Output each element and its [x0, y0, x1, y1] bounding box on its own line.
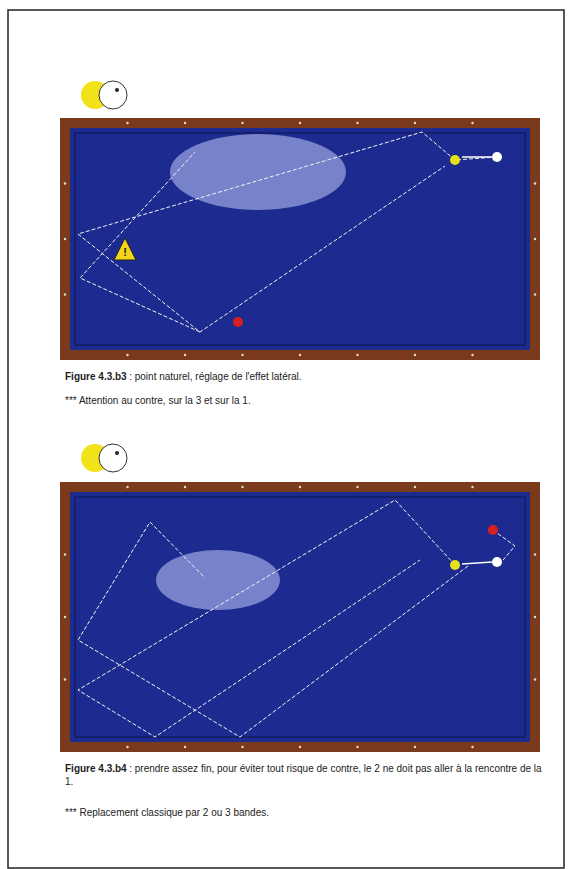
rail-diamond — [184, 746, 186, 748]
rail-diamonds — [64, 486, 536, 748]
caption: Figure 4.3.b4: prendre assez fin, pour é… — [65, 762, 545, 788]
rail-diamond — [414, 746, 416, 748]
rail-diamond — [299, 486, 301, 488]
rail-diamond — [64, 238, 66, 240]
rail-diamond — [64, 616, 66, 618]
rail-diamond — [64, 182, 66, 184]
rail-diamond — [241, 746, 243, 748]
rail-diamond — [126, 746, 128, 748]
rail-diamond — [241, 486, 243, 488]
figure-number: Figure 4.3.b3 — [65, 371, 127, 382]
rail-diamond — [126, 122, 128, 124]
white-ball — [492, 557, 502, 567]
rail-diamond — [356, 122, 358, 124]
billiard-table — [60, 118, 540, 360]
rail-diamond — [414, 122, 416, 124]
rail-diamond — [534, 293, 536, 295]
caption-text: *** Replacement classique par 2 ou 3 ban… — [65, 807, 269, 818]
yellow-ball — [450, 560, 460, 570]
rail-diamond — [534, 238, 536, 240]
caption: *** Replacement classique par 2 ou 3 ban… — [65, 806, 545, 819]
white-ball — [492, 152, 502, 162]
caption: Figure 4.3.b3: point naturel, réglage de… — [65, 370, 545, 383]
rail-diamond — [184, 486, 186, 488]
rail-diamond — [299, 122, 301, 124]
rail-diamond — [356, 486, 358, 488]
rail-diamond — [534, 553, 536, 555]
red-ball — [233, 317, 243, 327]
rail-diamond — [414, 354, 416, 356]
rail-diamond — [241, 122, 243, 124]
caption: *** Attention au contre, sur la 3 et sur… — [65, 394, 545, 407]
warning-mark: ! — [119, 246, 131, 258]
caption-text: : prendre assez fin, pour éviter tout ri… — [65, 763, 542, 787]
rail-diamond — [126, 354, 128, 356]
rail-diamond — [184, 354, 186, 356]
rail-diamond — [64, 678, 66, 680]
caption-text: : point naturel, réglage de l'effet laté… — [129, 371, 301, 382]
yellow-ball — [450, 155, 460, 165]
rail-diamond — [356, 746, 358, 748]
caption-text: *** Attention au contre, sur la 3 et sur… — [65, 395, 251, 406]
cue-ball-icon — [81, 444, 127, 472]
target-zone — [156, 550, 280, 610]
page-frame — [8, 10, 564, 868]
ball-path — [78, 132, 497, 332]
rail-diamond — [241, 354, 243, 356]
cue-ball-icon — [81, 81, 127, 109]
rail-diamond — [299, 746, 301, 748]
rail-diamond — [471, 746, 473, 748]
ball-path — [78, 500, 515, 737]
warning-triangle — [114, 238, 136, 260]
rail-diamond — [471, 354, 473, 356]
rail-diamond — [184, 122, 186, 124]
rail-diamond — [64, 553, 66, 555]
rail-diamond — [471, 122, 473, 124]
rail-diamond — [126, 486, 128, 488]
figure-number: Figure 4.3.b4 — [65, 763, 127, 774]
rail-diamond — [356, 354, 358, 356]
rail-diamond — [534, 182, 536, 184]
rail-diamond — [534, 678, 536, 680]
rail-diamond — [299, 354, 301, 356]
rail-diamond — [414, 486, 416, 488]
rail-diamond — [534, 616, 536, 618]
rail-diamond — [64, 293, 66, 295]
rail-diamond — [471, 486, 473, 488]
rail-diamonds — [64, 122, 536, 356]
billiard-table — [60, 482, 540, 752]
red-ball — [488, 525, 498, 535]
